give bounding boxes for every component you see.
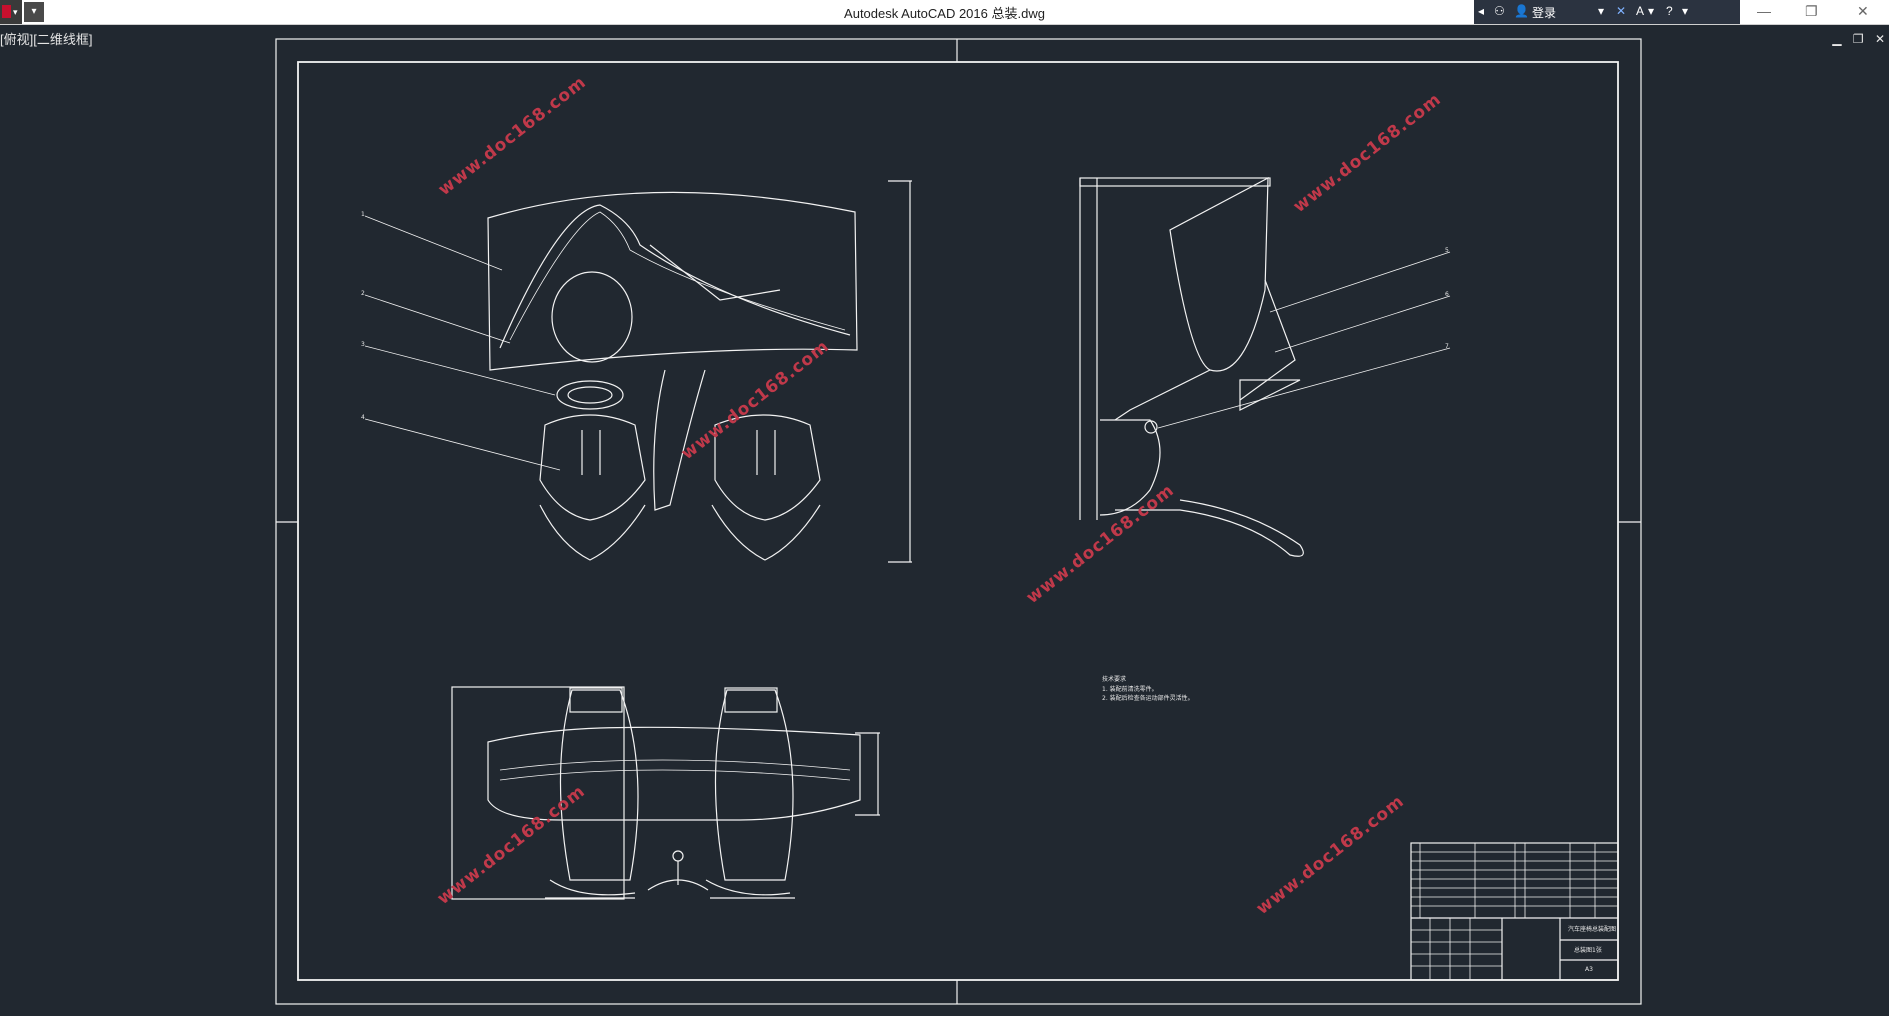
minimize-icon[interactable]: — xyxy=(1757,3,1771,19)
tech-notes-line-2: 2. 装配后检查各运动部件灵活性。 xyxy=(1102,695,1194,702)
autocad-logo-icon xyxy=(2,5,11,18)
collapse-arrow-icon[interactable]: ◂ xyxy=(1478,4,1485,18)
login-link[interactable]: 登录 xyxy=(1532,6,1557,20)
title-block-drawing-name: 汽车座椅总装配图 xyxy=(1568,926,1617,933)
chevron-down-icon[interactable]: ▾ xyxy=(1682,4,1689,18)
top-view xyxy=(487,180,912,563)
viewport-controls[interactable]: [俯视][二维线框] xyxy=(0,32,93,47)
front-view xyxy=(451,686,880,900)
window-title: Autodesk AutoCAD 2016 总装.dwg xyxy=(844,6,1045,21)
balloon-2: 2 xyxy=(361,290,365,297)
balloon-6: 6 xyxy=(1445,291,1449,298)
title-block-code: 总装图1张 xyxy=(1574,947,1602,954)
tech-notes-line-1: 1. 装配前清洗零件。 xyxy=(1102,686,1158,693)
tech-notes-heading: 技术要求 xyxy=(1102,676,1127,683)
exchange-apps-icon[interactable]: ✕ xyxy=(1616,4,1627,18)
inner-border xyxy=(297,61,1619,981)
chevron-down-icon: ▾ xyxy=(13,7,18,17)
autodesk-a360-icon[interactable]: A xyxy=(1636,4,1645,18)
minimize-icon[interactable]: ▁ xyxy=(1832,32,1842,46)
title-bar: ▾ ▾ Autodesk AutoCAD 2016 总装.dwg ◂ ⚇ 👤 登… xyxy=(0,0,1889,25)
user-icon: 👤 xyxy=(1514,4,1529,18)
window-controls: — ❐ ✕ xyxy=(1749,0,1889,24)
close-icon[interactable]: ✕ xyxy=(1874,32,1885,46)
balloon-1: 1 xyxy=(361,211,365,218)
infocenter-bar: ◂ ⚇ 👤 登录 ▾ ✕ A ▾ ? ▾ xyxy=(1474,0,1740,24)
chevron-down-icon[interactable]: ▾ xyxy=(1648,4,1655,18)
title-block xyxy=(1410,842,1619,981)
close-icon[interactable]: ✕ xyxy=(1857,3,1869,19)
application-menu-button[interactable]: ▾ xyxy=(0,0,22,24)
balloon-3: 3 xyxy=(361,341,365,348)
restore-icon[interactable]: ❐ xyxy=(1805,3,1818,19)
balloon-4: 4 xyxy=(361,414,365,421)
chevron-down-icon[interactable]: ▾ xyxy=(1598,4,1605,18)
help-icon[interactable]: ? xyxy=(1666,4,1673,18)
top-view-leaders xyxy=(364,215,561,471)
side-view xyxy=(1079,176,1304,557)
balloon-5: 5 xyxy=(1445,247,1449,254)
binoculars-icon[interactable]: ⚇ xyxy=(1494,4,1505,18)
quick-access-customize-button[interactable]: ▾ xyxy=(24,2,44,22)
document-window-controls: ▁ ❐ ✕ xyxy=(1824,32,1885,46)
title-block-scale: A3 xyxy=(1585,966,1593,973)
side-view-leaders xyxy=(1157,251,1451,429)
balloon-7: 7 xyxy=(1445,343,1449,350)
restore-icon[interactable]: ❐ xyxy=(1852,32,1864,46)
